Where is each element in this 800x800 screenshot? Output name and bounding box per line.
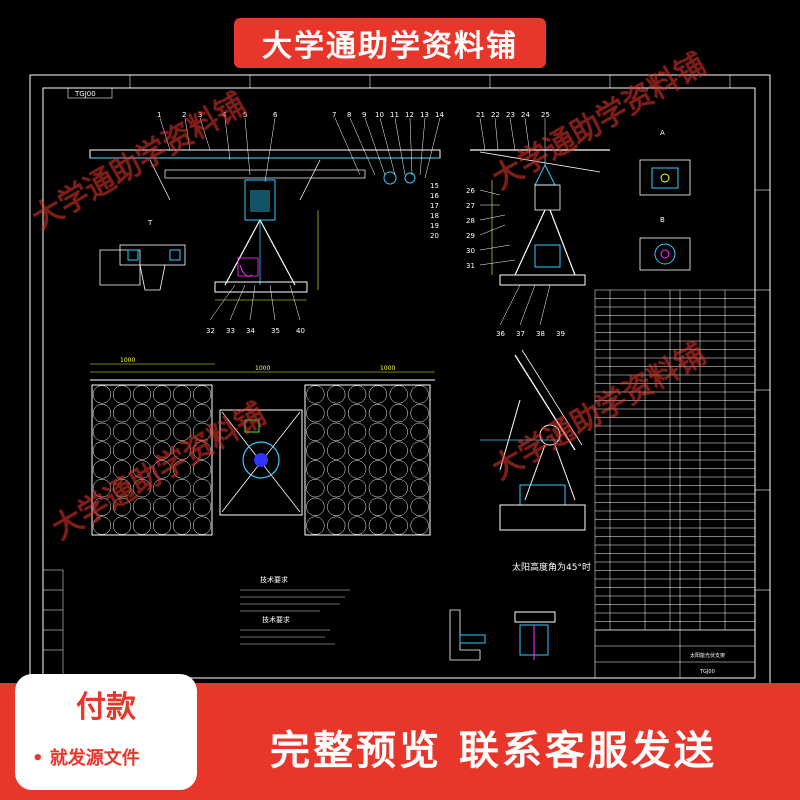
svg-text:36: 36 <box>496 330 505 338</box>
svg-text:33: 33 <box>226 327 235 335</box>
svg-text:35: 35 <box>271 327 280 335</box>
svg-text:22: 22 <box>491 111 500 119</box>
tilt-45-caption: 太阳高度角为45°时 <box>512 561 591 573</box>
svg-text:29: 29 <box>466 232 475 240</box>
pay-box[interactable] <box>18 677 194 787</box>
svg-text:24: 24 <box>521 111 530 119</box>
svg-text:技术要求: 技术要求 <box>260 575 288 584</box>
svg-text:40: 40 <box>296 327 305 335</box>
svg-text:25: 25 <box>541 111 550 119</box>
svg-text:1000: 1000 <box>255 365 270 372</box>
svg-text:23: 23 <box>506 111 515 119</box>
svg-text:31: 31 <box>466 262 475 270</box>
svg-text:9: 9 <box>362 111 366 119</box>
detail-views-a-b: A B <box>639 129 691 271</box>
svg-text:5: 5 <box>243 111 247 119</box>
svg-text:30: 30 <box>466 247 475 255</box>
svg-text:17: 17 <box>430 202 439 210</box>
svg-text:1000: 1000 <box>120 357 135 364</box>
svg-text:34: 34 <box>246 327 255 335</box>
svg-text:B: B <box>660 216 665 224</box>
svg-text:21: 21 <box>476 111 485 119</box>
bill-of-materials-table <box>594 289 756 631</box>
svg-text:T: T <box>147 219 153 227</box>
side-elevation-view: 21 22 23 24 25 26 27 28 29 30 31 36 37 38 39 <box>466 111 610 338</box>
panel-plan-view: 1000 1000 1000 <box>90 357 435 536</box>
svg-text:TGJ00: TGJ00 <box>699 669 715 675</box>
svg-text:8: 8 <box>347 111 351 119</box>
svg-text:11: 11 <box>390 111 399 119</box>
pay-subtitle: • 就发源文件 <box>32 748 140 769</box>
svg-text:太阳能光伏支架: 太阳能光伏支架 <box>690 652 725 659</box>
section-view-t: T <box>99 219 186 291</box>
svg-text:26: 26 <box>466 187 475 195</box>
svg-text:16: 16 <box>430 192 439 200</box>
svg-text:18: 18 <box>430 212 439 220</box>
svg-text:2: 2 <box>182 111 186 119</box>
svg-text:4: 4 <box>222 111 227 119</box>
svg-text:10: 10 <box>375 111 384 119</box>
tilt-45-view: 太阳高度角为45°时 <box>480 349 591 573</box>
svg-text:28: 28 <box>466 217 475 225</box>
svg-text:3: 3 <box>198 111 202 119</box>
svg-text:7: 7 <box>332 111 336 119</box>
revision-strip <box>42 569 64 676</box>
svg-text:27: 27 <box>466 202 475 210</box>
svg-text:15: 15 <box>430 182 439 190</box>
pay-title[interactable]: 付款 <box>76 690 136 725</box>
svg-text:32: 32 <box>206 327 215 335</box>
bottom-detail-views <box>449 609 556 661</box>
technical-requirements: 技术要求 技术要求 <box>240 575 350 645</box>
svg-text:19: 19 <box>430 222 439 230</box>
svg-text:6: 6 <box>273 111 278 119</box>
title-block: 太阳能光伏支架 TGJ00 <box>594 629 756 679</box>
store-banner: 大学通助学资料铺 <box>234 18 546 68</box>
svg-text:14: 14 <box>435 111 444 119</box>
drawing-number: TGJ00 <box>74 90 96 98</box>
svg-text:A: A <box>660 129 665 137</box>
svg-text:38: 38 <box>536 330 545 338</box>
svg-text:技术要求: 技术要求 <box>262 615 290 624</box>
svg-text:37: 37 <box>516 330 525 338</box>
svg-text:12: 12 <box>405 111 414 119</box>
svg-text:20: 20 <box>430 232 439 240</box>
svg-text:1000: 1000 <box>380 365 395 372</box>
contact-cta[interactable]: 完整预览 联系客服发送 <box>270 728 717 774</box>
svg-text:13: 13 <box>420 111 429 119</box>
svg-text:1: 1 <box>157 111 161 119</box>
svg-text:39: 39 <box>556 330 565 338</box>
